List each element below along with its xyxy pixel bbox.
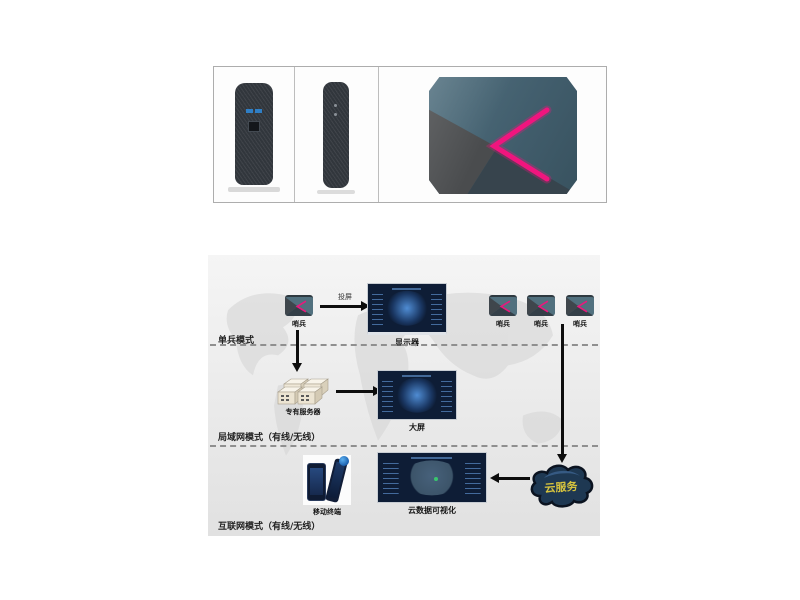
server-label: 专有服务器 bbox=[285, 408, 321, 416]
ethernet-port-icon bbox=[248, 121, 260, 132]
big-screen bbox=[377, 370, 457, 420]
arrow-sentinel-to-server bbox=[292, 330, 302, 372]
mobile-label: 移动终端 bbox=[313, 508, 341, 516]
cloud-viz-label: 云数据可视化 bbox=[408, 506, 456, 515]
brand-chevron-icon bbox=[537, 300, 549, 313]
sentinel-label: 哨兵 bbox=[496, 320, 510, 328]
sentinel-device-icon bbox=[285, 295, 313, 316]
sentinel-device-icon bbox=[489, 295, 517, 316]
mobile-phones-icon bbox=[303, 455, 351, 505]
device-stand bbox=[228, 187, 280, 192]
product-photo-gallery bbox=[213, 66, 607, 203]
mode-divider-2 bbox=[210, 445, 598, 447]
deployment-modes-diagram: 哨兵 投屏 显示器 哨兵 哨兵 哨兵 单兵模式 bbox=[208, 255, 600, 536]
device-top-view bbox=[429, 77, 577, 194]
device-stand bbox=[317, 190, 355, 194]
arrow-sentinel-to-display bbox=[320, 301, 370, 311]
mode-label-standalone: 单兵模式 bbox=[218, 336, 255, 346]
arrow-server-to-bigscreen bbox=[336, 386, 382, 396]
sentinel-label: 哨兵 bbox=[573, 320, 587, 328]
usb-ports-icon bbox=[246, 109, 253, 113]
mode-divider-1 bbox=[210, 344, 598, 346]
cast-arrow-label: 投屏 bbox=[338, 293, 352, 301]
photo-panel-side-ports bbox=[214, 67, 295, 202]
map-highlight-dot bbox=[434, 476, 439, 481]
brand-chevron-icon bbox=[295, 300, 307, 313]
brand-chevron-icon bbox=[499, 300, 511, 313]
arrow-sentinels-to-cloud bbox=[557, 324, 567, 463]
device-buttons-icon bbox=[334, 104, 337, 107]
sentinel-device-icon bbox=[566, 295, 594, 316]
brand-chevron-icon bbox=[576, 300, 588, 313]
sentinel-label: 哨兵 bbox=[534, 320, 548, 328]
device-side-view-profile bbox=[323, 82, 349, 188]
cloud-service-label: 云服务 bbox=[544, 479, 579, 495]
device-side-view-ports bbox=[235, 83, 273, 185]
mode-label-lan: 局域网模式（有线/无线） bbox=[218, 433, 321, 443]
mode-label-internet: 互联网模式（有线/无线） bbox=[218, 522, 321, 532]
cloud-service-icon: 云服务 bbox=[530, 464, 594, 508]
arrow-cloud-to-screen bbox=[490, 473, 530, 483]
server-stack-icon bbox=[277, 378, 329, 405]
globe-badge-icon bbox=[339, 456, 349, 466]
cloud-dashboard-screen bbox=[377, 452, 487, 503]
photo-panel-top-view bbox=[379, 67, 606, 202]
smartphone-front-icon bbox=[307, 463, 326, 501]
photo-panel-side-profile bbox=[295, 67, 379, 202]
device-facet-sheen bbox=[429, 77, 577, 194]
big-screen-label: 大屏 bbox=[409, 423, 425, 432]
display-label: 显示器 bbox=[395, 338, 419, 347]
display-monitor bbox=[367, 283, 447, 335]
brand-chevron-icon bbox=[485, 105, 552, 184]
sentinel-device-icon bbox=[527, 295, 555, 316]
sentinel-label: 哨兵 bbox=[292, 320, 306, 328]
